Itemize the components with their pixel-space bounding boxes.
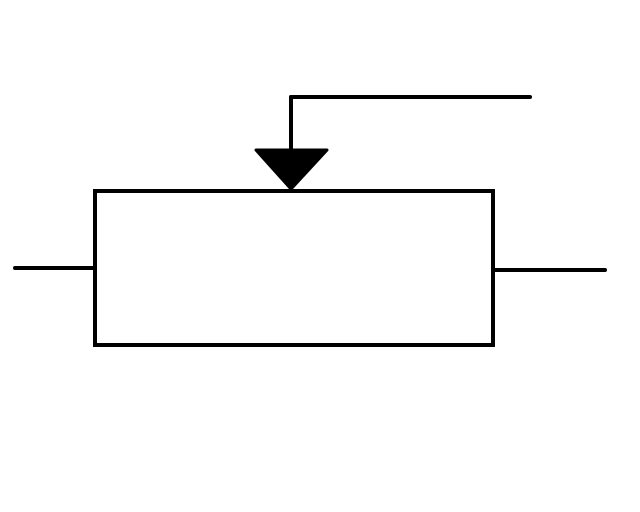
wiper-arrow-icon bbox=[254, 148, 329, 191]
resistor-body bbox=[93, 189, 495, 347]
